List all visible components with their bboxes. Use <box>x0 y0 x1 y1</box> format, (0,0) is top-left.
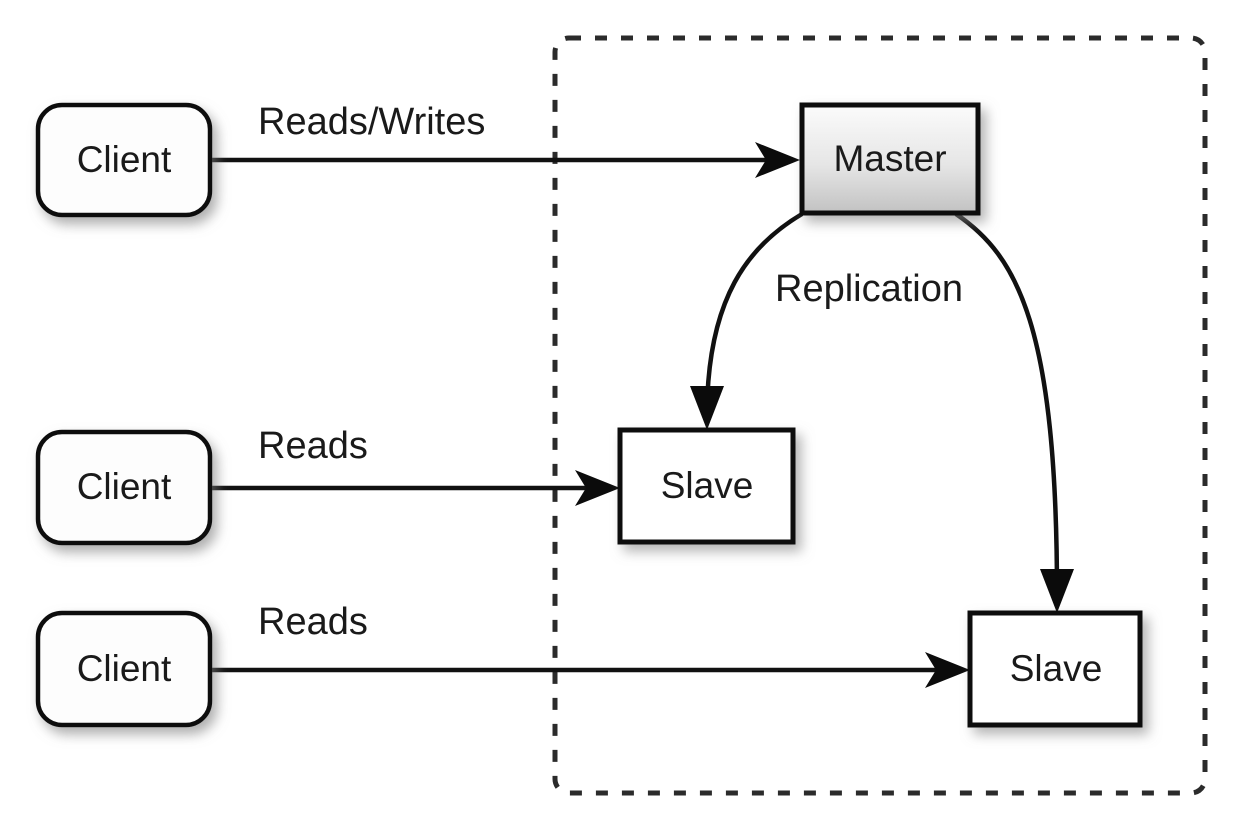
arrowhead-into-master <box>755 142 800 178</box>
edge-master-slave1-curve <box>704 212 804 413</box>
edge-master-slave2-curve <box>954 212 1060 596</box>
client-2-shape[interactable] <box>35 429 213 546</box>
slave-2-label: Slave <box>1010 648 1103 689</box>
edge-label-reads-writes: Reads/Writes <box>258 101 485 143</box>
master-node[interactable]: Master <box>799 102 981 216</box>
client-node-2[interactable]: Client <box>35 429 213 546</box>
client-node-1[interactable]: Client <box>35 102 213 218</box>
arrowheads <box>575 142 1074 688</box>
slave-node-1[interactable]: Slave <box>617 427 796 545</box>
master-shape[interactable] <box>799 102 981 216</box>
arrowhead-replication-slave-2 <box>1040 569 1074 613</box>
arrowhead-into-slave-2 <box>925 652 970 688</box>
client-3-shape[interactable] <box>35 610 213 728</box>
client-2-label: Client <box>77 466 172 507</box>
replication-connectors <box>704 212 1060 596</box>
client-3-label: Client <box>77 648 172 689</box>
connector-lines <box>210 157 957 673</box>
arrowhead-replication-slave-1 <box>690 386 724 430</box>
slave-1-label: Slave <box>661 465 754 506</box>
slave-1-shape[interactable] <box>617 427 796 545</box>
arrowhead-into-slave-1 <box>575 470 620 506</box>
edge-label-reads-1: Reads <box>258 425 368 467</box>
edge-label-reads-2: Reads <box>258 601 368 643</box>
edge-label-replication: Replication <box>775 268 963 310</box>
client-node-3[interactable]: Client <box>35 610 213 728</box>
slave-node-2[interactable]: Slave <box>967 610 1143 728</box>
database-cluster-boundary <box>552 35 1208 796</box>
edge-labels: Reads/Writes Reads Reads Replication <box>258 101 963 643</box>
master-label: Master <box>833 138 946 179</box>
slave-2-shape[interactable] <box>967 610 1143 728</box>
client-1-shape[interactable] <box>35 102 213 218</box>
client-1-label: Client <box>77 139 172 180</box>
